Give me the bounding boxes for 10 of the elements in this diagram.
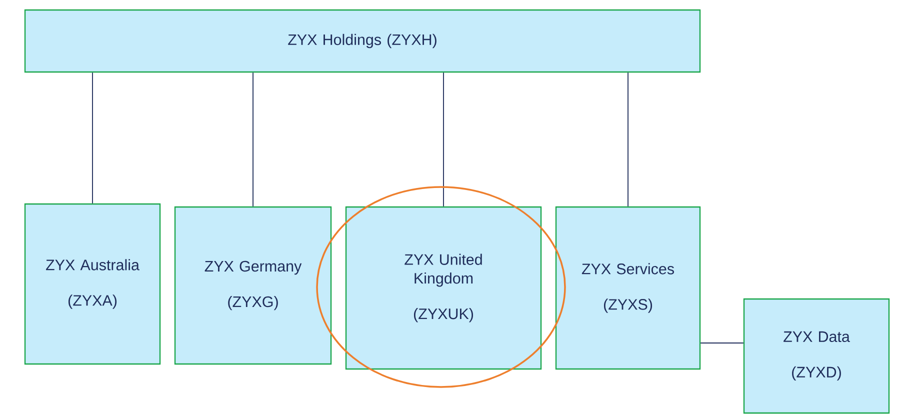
connector-line — [252, 72, 254, 207]
company-box: ZYX Australia (ZYXA) — [24, 203, 161, 365]
connector-line — [443, 72, 444, 207]
connector-line — [92, 72, 93, 204]
company-box: ZYX Data (ZYXD) — [743, 298, 890, 414]
company-box: ZYX United Kingdom (ZYXUK) — [345, 206, 542, 370]
connector-line — [700, 342, 744, 344]
company-box: ZYX Germany (ZYXG) — [174, 206, 332, 365]
company-box: ZYX Holdings (ZYXH) — [24, 9, 701, 73]
company-box: ZYX Services (ZYXS) — [555, 206, 701, 370]
